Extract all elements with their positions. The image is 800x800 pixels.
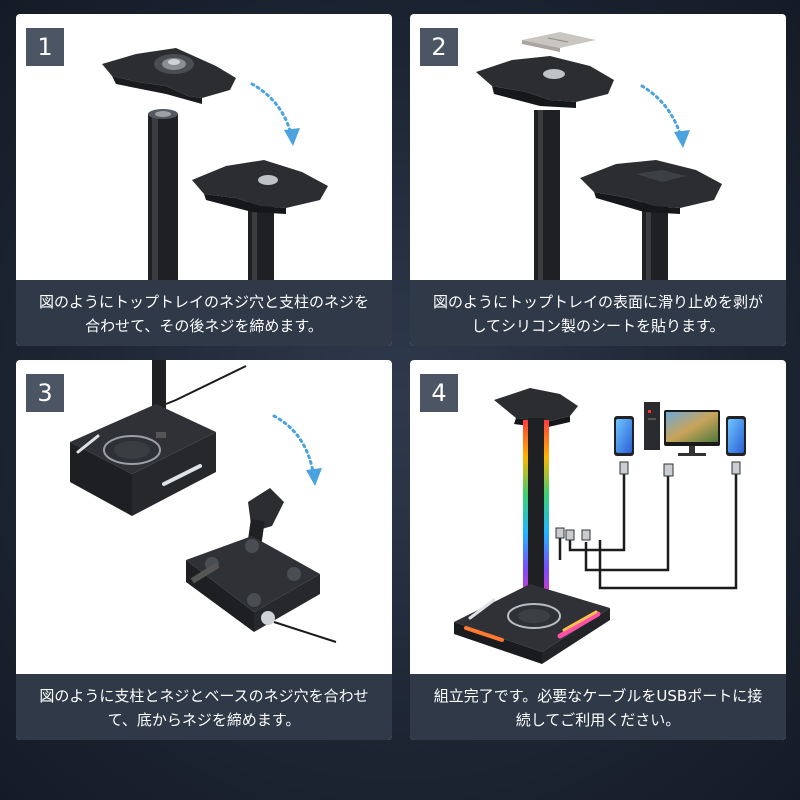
step-1-caption: 図のようにトップトレイのネジ穴と支柱のネジを合わせて、その後ネジを締めます。 <box>16 280 392 346</box>
tray-with-sheet-icon <box>580 160 722 284</box>
step-2-caption: 図のようにトップトレイの表面に滑り止めを剥がしてシリコン製のシートを貼ります。 <box>410 280 786 346</box>
rgb-base-icon <box>454 584 610 664</box>
assembled-tray-icon <box>192 160 328 284</box>
arrow-icon <box>272 414 322 486</box>
step-4-illustration <box>454 388 746 664</box>
step-2-panel: 2 図のようにトップトレイの表面に滑り止めを剥がしてシ <box>410 14 786 346</box>
step-4-panel: 4 <box>410 360 786 740</box>
step-3-panel: 3 <box>16 360 392 740</box>
smartphone-icon <box>726 416 746 456</box>
step-2-illustration <box>476 32 722 284</box>
base-top-view-icon <box>70 360 247 516</box>
step-4-badge: 4 <box>420 374 458 412</box>
step-1-badge: 1 <box>26 28 64 66</box>
step-2-badge: 2 <box>420 28 458 66</box>
step-1-illustration <box>102 48 328 284</box>
step-3-caption: 図のように支柱とネジとベースのネジ穴を合わせて、底からネジを締めます。 <box>16 674 392 740</box>
pole-icon <box>148 109 178 284</box>
top-tray-icon <box>102 48 236 104</box>
pc-tower-icon <box>644 402 660 450</box>
base-bottom-view-icon <box>186 488 337 643</box>
smartphone-icon <box>614 416 634 456</box>
arrow-icon <box>250 82 300 146</box>
silicone-sheet-icon <box>522 32 596 52</box>
step-3-badge: 3 <box>26 374 64 412</box>
step-1-panel: 1 図のようにトップトレイのネジ穴と支柱 <box>16 14 392 346</box>
monitor-icon <box>664 410 720 456</box>
step-3-illustration <box>70 360 337 643</box>
usb-cables-icon <box>558 472 738 590</box>
tray-on-pole-icon <box>476 56 614 280</box>
headphone-stand-icon <box>494 388 578 608</box>
step-4-caption: 組立完了です。必要なケーブルをUSBポートに接続してご利用ください。 <box>410 674 786 740</box>
arrow-icon <box>640 84 690 148</box>
usb-connector-icon <box>555 461 741 541</box>
